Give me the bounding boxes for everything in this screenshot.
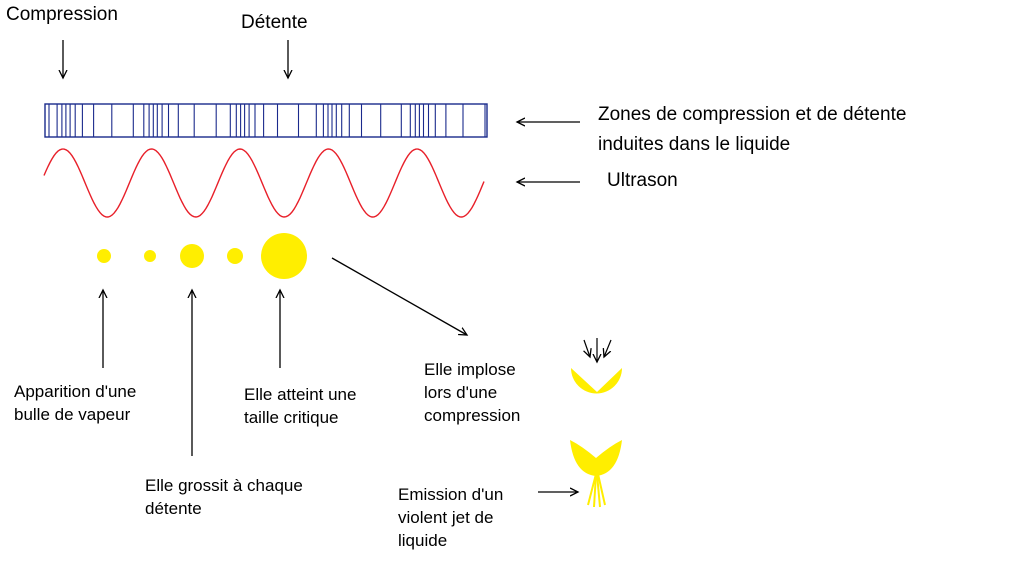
label-implose-line2: lors d'une [424, 383, 498, 402]
label-atteint: Elle atteint une taille critique [244, 383, 356, 429]
bubble-small-2 [227, 248, 243, 264]
label-zones: Zones de compression et de détente indui… [598, 100, 906, 160]
label-emission-line3: liquide [398, 531, 448, 550]
bubble-small [97, 249, 111, 263]
implosion-arrow [331, 257, 467, 335]
label-emission-line2: violent jet de [398, 508, 494, 527]
imploding-bubble [571, 368, 622, 394]
implode-arrow-right [604, 339, 612, 357]
label-grossit-line2: détente [145, 499, 202, 518]
ultrasound-wave [43, 148, 485, 218]
jet-bubble [570, 440, 622, 476]
bubble-tiny [144, 250, 156, 262]
compression-band [44, 103, 488, 138]
label-zones-line1: Zones de compression et de détente [598, 104, 907, 125]
label-implose-line3: compression [424, 406, 521, 425]
label-apparition-line2: bulle de vapeur [14, 405, 131, 424]
label-grossit-line1: Elle grossit à chaque [145, 476, 303, 495]
label-detente: Détente [241, 12, 308, 33]
label-apparition: Apparition d'une bulle de vapeur [14, 380, 136, 426]
label-apparition-line1: Apparition d'une [14, 382, 137, 401]
band-lines [48, 104, 486, 137]
implode-arrow-left [584, 339, 590, 357]
label-atteint-line1: Elle atteint une [244, 385, 357, 404]
label-zones-line2: induites dans le liquide [598, 134, 791, 155]
label-atteint-line2: taille critique [244, 408, 339, 427]
label-grossit: Elle grossit à chaque détente [145, 474, 303, 520]
label-implose-line1: Elle implose [424, 360, 516, 379]
label-emission: Emission d'un violent jet de liquide [398, 483, 503, 552]
liquid-jet [587, 473, 606, 508]
bubble-medium [180, 244, 204, 268]
label-compression: Compression [6, 4, 118, 25]
label-emission-line1: Emission d'un [398, 485, 504, 504]
label-ultrason: Ultrason [607, 170, 678, 191]
label-implose: Elle implose lors d'une compression [424, 358, 520, 427]
bubble-large [261, 233, 307, 279]
